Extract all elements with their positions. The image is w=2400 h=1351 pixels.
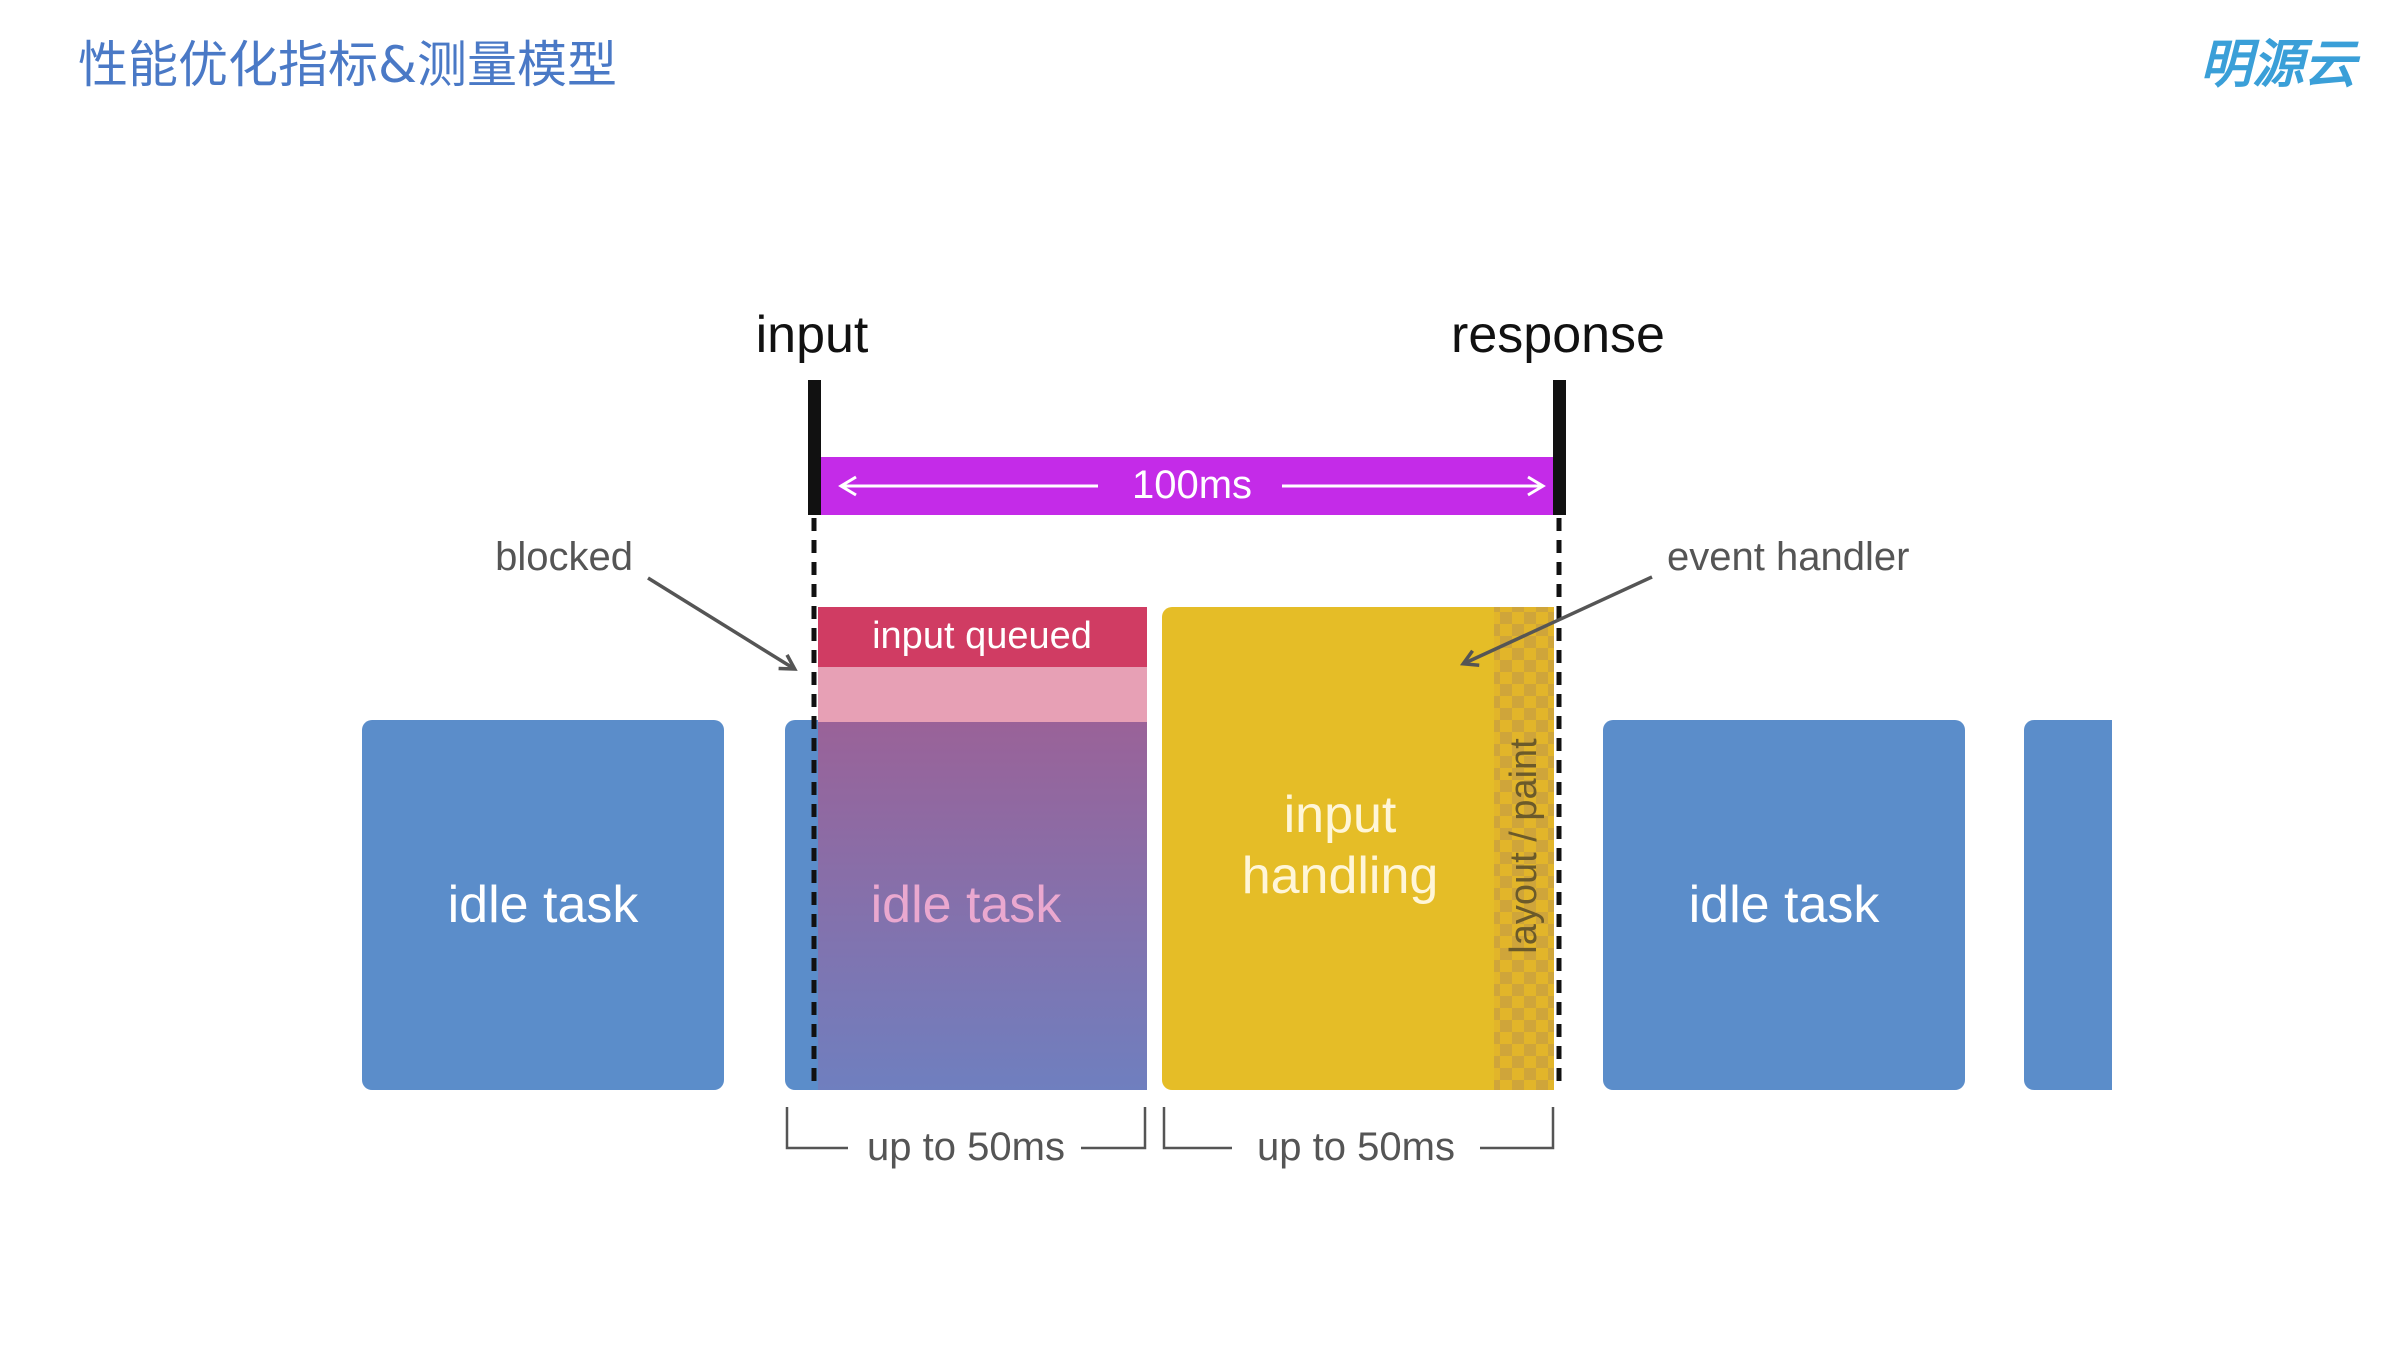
input-handling-label-line2: handling: [1242, 847, 1439, 905]
input-marker: [808, 380, 821, 515]
bracket-right-label: up to 50ms: [1257, 1125, 1455, 1169]
input-label: input: [756, 306, 869, 364]
bracket-left-label: up to 50ms: [867, 1125, 1065, 1169]
slide-title: 性能优化指标&测量模型: [78, 36, 617, 94]
idle-task-label-2: idle task: [871, 876, 1063, 934]
response-label: response: [1451, 306, 1665, 364]
idle-task-label-3: idle task: [1689, 876, 1881, 934]
input-handling-label-line1: input: [1284, 786, 1397, 844]
idle-task-block-3: idle task: [1603, 720, 1965, 1090]
idle-task-block-partial: [2024, 720, 2112, 1090]
idle-task-block-2: idle task: [785, 720, 1147, 1090]
blocked-arrow: [647, 576, 798, 671]
budget-bar: 100ms: [820, 457, 1560, 515]
input-handling-block: input handling layout / paint: [1162, 607, 1554, 1090]
event-handler-arrow: [1459, 575, 1653, 667]
event-handler-label: event handler: [1667, 535, 1909, 579]
response-marker: [1553, 380, 1566, 515]
input-queued-label: input queued: [872, 615, 1092, 657]
bracket-right: up to 50ms: [1162, 1107, 1555, 1169]
budget-label: 100ms: [1132, 463, 1252, 507]
input-queued-block: input queued: [818, 607, 1147, 722]
layout-paint-label: layout / paint: [1503, 738, 1545, 954]
idle-task-block-1: idle task: [362, 720, 724, 1090]
idle-task-label-1: idle task: [448, 876, 640, 934]
logo-text: 明源云: [2200, 35, 2357, 95]
bracket-left: up to 50ms: [785, 1107, 1147, 1169]
blocked-label: blocked: [495, 535, 633, 579]
brand-logo: 明源云: [2200, 30, 2380, 110]
